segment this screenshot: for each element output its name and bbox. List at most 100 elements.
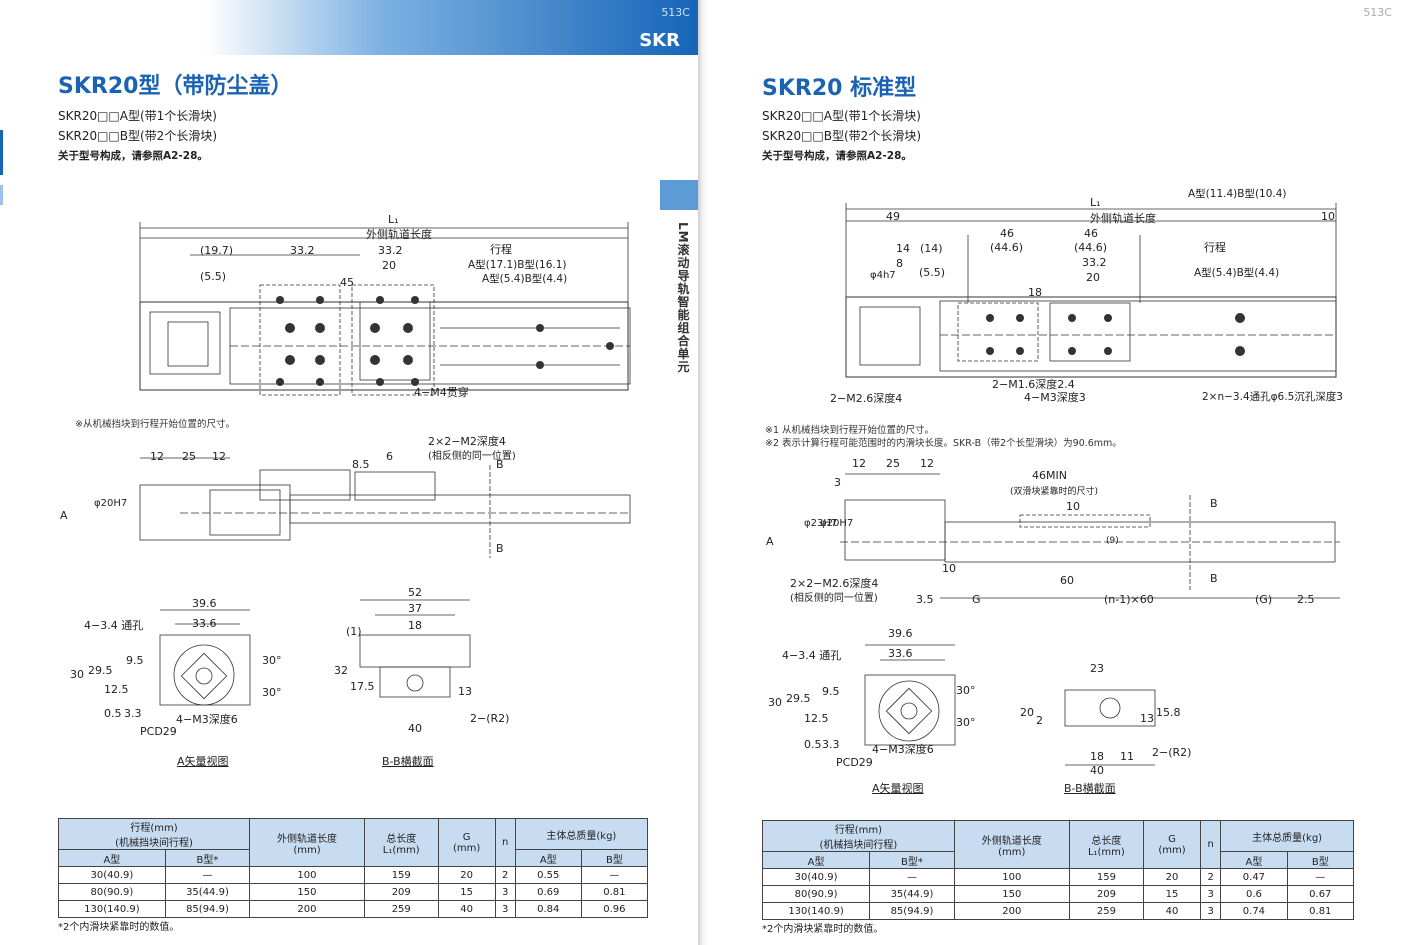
view-a-angle-1: 30° <box>262 654 282 667</box>
dim-m1-6: 2−M1.6深度2.4 <box>992 378 1075 391</box>
view-a-angle-2: 30° <box>956 716 976 729</box>
left-page: 513C SKR LM滚动导轨智能组合单元 SKR20型（带防尘盖） SKR20… <box>0 0 698 945</box>
model-line-a: SKR20□□A型(带1个长滑块) <box>58 109 217 123</box>
dim-46b: 46 <box>1084 227 1098 240</box>
dim-ab-type-2: A型(5.4)B型(4.4) <box>1194 267 1280 279</box>
th-outer: 外侧轨道长度(mm) <box>249 818 365 867</box>
view-b-h3: 17.5 <box>350 680 375 693</box>
dim-side-8-5: 8.5 <box>352 458 370 471</box>
right-page: 513C SKR20 标准型 SKR20□□A型(带1个长滑块) SKR20□□… <box>710 0 1402 945</box>
th-mass-a: A型 <box>514 849 582 867</box>
dim-phi4: φ4h7 <box>870 270 896 281</box>
dim-side-12b: 12 <box>212 450 226 463</box>
dim-44-6a: (44.6) <box>990 241 1024 254</box>
dim-side-phi20: φ20H7 <box>820 518 854 529</box>
model-line-a: SKR20□□A型(带1个长滑块) <box>762 109 921 123</box>
view-a-m3: 4−M3深度6 <box>872 743 934 756</box>
dim-45: 45 <box>340 276 354 289</box>
th-mass: 主体总质量(kg) <box>1220 820 1354 852</box>
view-a-h6: 3.3 <box>822 738 840 751</box>
dim-side-6: 6 <box>386 450 393 463</box>
th-mass-b: B型 <box>580 849 649 867</box>
dim-side-phi20: φ20H7 <box>94 498 128 509</box>
dim-stroke: 行程 <box>1204 241 1226 254</box>
view-arrow-a: A <box>766 535 774 548</box>
view-b-w3: 18 <box>408 619 422 632</box>
view-b-h2: 32 <box>334 664 348 677</box>
view-a-drawing <box>864 644 956 746</box>
banner-page-number: 513C <box>661 6 690 19</box>
view-a-angle-1: 30° <box>956 684 976 697</box>
dim-outer-rail: 外侧轨道长度 <box>1090 212 1156 225</box>
view-b-h2: 2 <box>1036 714 1043 727</box>
view-a-h1: 30 <box>70 668 84 681</box>
dim-side-m2: 2×2−M2.6深度4 <box>790 577 879 590</box>
view-b-h4: 13 <box>458 685 472 698</box>
view-b-caption: B-B横截面 <box>382 755 434 768</box>
dim-side-12a: 12 <box>852 457 866 470</box>
dim-side-m2: 2×2−M2深度4 <box>428 435 506 448</box>
dim-8: 8 <box>896 257 903 270</box>
view-arrow-a: A <box>60 509 68 522</box>
dim-44-6b: (44.6) <box>1074 241 1108 254</box>
dim-49: 49 <box>886 210 900 223</box>
view-b-w2: 37 <box>408 602 422 615</box>
dim-5-5: (5.5) <box>919 266 946 279</box>
th-stroke: 行程(mm)(机械挡块间行程) <box>762 820 955 852</box>
th-g: G(mm) <box>1142 820 1202 869</box>
dim-side-3-5: 3.5 <box>916 593 934 606</box>
view-a-h5: 0.5 <box>804 738 822 751</box>
view-b-w2: 18 <box>1090 750 1104 763</box>
model-line-b: SKR20□□B型(带2个长滑块) <box>762 129 922 143</box>
dim-10: 10 <box>1321 210 1335 223</box>
view-a-h4: 12.5 <box>104 683 129 696</box>
side-view-drawing <box>139 457 631 558</box>
th-mass-b: B型 <box>1286 851 1355 869</box>
th-n: n <box>1200 820 1222 869</box>
edge-marker <box>0 130 3 175</box>
view-b-h3: 13 <box>1140 712 1154 725</box>
view-b-w1: 23 <box>1090 662 1104 675</box>
dim-through-hole: 2×n−3.4通孔φ6.5沉孔深度3 <box>1202 391 1343 403</box>
view-a-w1: 39.6 <box>888 627 913 640</box>
dim-side-46min: 46MIN <box>1032 469 1067 482</box>
page-number: 513C <box>1363 6 1392 19</box>
view-a-h4: 12.5 <box>804 712 829 725</box>
dim-14: 14 <box>896 242 910 255</box>
section-tab-label: LM滚动导轨智能组合单元 <box>676 222 690 374</box>
reference-text: 关于型号构成，请参照A2-28。 <box>762 150 912 162</box>
section-tab <box>660 180 698 210</box>
dim-46a: 46 <box>1000 227 1014 240</box>
top-view-drawing <box>139 222 631 396</box>
page-gutter <box>698 0 710 945</box>
dim-side-12a: 12 <box>150 450 164 463</box>
view-b-h4: 15.8 <box>1156 706 1181 719</box>
view-b-w4: 40 <box>1090 764 1104 777</box>
th-outer: 外侧轨道长度(mm) <box>953 820 1070 869</box>
header-banner: 513C SKR <box>205 0 698 55</box>
dim-14b: (14) <box>920 242 943 255</box>
th-mass-a: A型 <box>1220 851 1288 869</box>
th-a-type: A型 <box>58 849 166 867</box>
dim-side-n60: (n-1)×60 <box>1104 593 1154 606</box>
dim-ab-type: A型(11.4)B型(10.4) <box>1188 188 1287 200</box>
dim-hole-m4: 4−M4贯穿 <box>414 386 469 399</box>
th-b-type: B型* <box>869 851 955 869</box>
dim-side-25: 25 <box>886 457 900 470</box>
th-a-type: A型 <box>761 851 871 869</box>
view-a-pcd: PCD29 <box>140 725 177 738</box>
view-a-hole: 4−3.4 通孔 <box>84 619 144 632</box>
dim-33-2-a: 33.2 <box>290 244 315 257</box>
dim-33-2-b: 33.2 <box>378 244 403 257</box>
dim-18: 18 <box>1028 286 1042 299</box>
footnote-1: ※1 从机械挡块到行程开始位置的尺寸。 <box>765 425 935 436</box>
view-a-w2: 33.6 <box>192 617 217 630</box>
